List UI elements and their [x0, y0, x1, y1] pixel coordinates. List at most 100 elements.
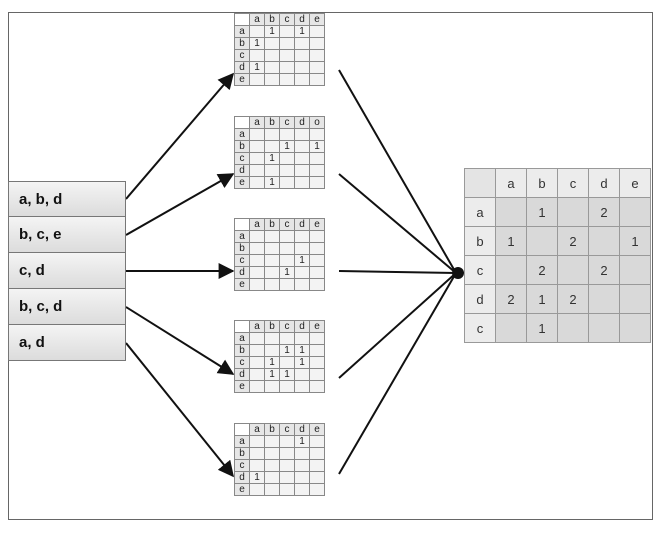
matrix-cell: [309, 471, 325, 484]
result-cell: [588, 284, 620, 314]
matrix-cell: [309, 368, 325, 381]
matrix-cell: [279, 447, 295, 460]
matrix-corner: [234, 423, 250, 436]
matrix-cell: [249, 164, 265, 177]
matrix-cell: [294, 152, 310, 165]
matrix-cell: [249, 25, 265, 38]
matrix-cell: [279, 25, 295, 38]
matrix-col-label: d: [294, 13, 310, 26]
matrix-cell: 1: [279, 368, 295, 381]
matrix-corner: [234, 320, 250, 333]
matrix-col-label: e: [309, 13, 325, 26]
result-cell: 1: [526, 313, 558, 343]
matrix-cell: [279, 380, 295, 393]
matrix-col-label: c: [279, 423, 295, 436]
matrix-cell: 1: [294, 25, 310, 38]
result-col-label: c: [557, 168, 589, 198]
matrix-cell: [279, 230, 295, 243]
matrix-row-label: b: [234, 140, 250, 153]
result-cell: 1: [526, 197, 558, 227]
matrix-cell: [309, 380, 325, 393]
matrix-cell: 1: [294, 356, 310, 369]
result-row-label: a: [464, 197, 496, 227]
matrix-cell: [309, 332, 325, 345]
matrix-col-label: a: [249, 13, 265, 26]
result-cell: 2: [588, 197, 620, 227]
matrix-col-label: b: [264, 423, 280, 436]
matrix-cell: [249, 73, 265, 86]
result-cell: [619, 313, 651, 343]
matrix-cell: [309, 61, 325, 74]
matrix-col-label: o: [309, 116, 325, 129]
result-cell: [495, 313, 527, 343]
matrix-cell: 1: [264, 176, 280, 189]
matrix-cell: [264, 483, 280, 496]
result-cell: [619, 197, 651, 227]
matrix-row-label: c: [234, 459, 250, 472]
matrix-cell: 1: [294, 435, 310, 448]
matrix-row-label: c: [234, 254, 250, 267]
result-cell: [495, 255, 527, 285]
matrix-row-label: d: [234, 164, 250, 177]
matrix-cell: [264, 266, 280, 279]
matrix-col-label: e: [309, 320, 325, 333]
matrix-cell: [294, 61, 310, 74]
matrix-cell: [264, 61, 280, 74]
matrix-cell: [264, 380, 280, 393]
matrix-cell: [264, 447, 280, 460]
matrix-row-label: e: [234, 73, 250, 86]
matrix-cell: [309, 266, 325, 279]
matrix-col-label: e: [309, 218, 325, 231]
result-corner: [464, 168, 496, 198]
matrix-cell: [309, 128, 325, 141]
matrix-cell: [249, 483, 265, 496]
matrix-row-label: d: [234, 471, 250, 484]
matrix-cell: 1: [249, 37, 265, 50]
matrix-col-label: a: [249, 320, 265, 333]
matrix-cell: [309, 49, 325, 62]
matrix-cell: [279, 332, 295, 345]
result-row-label: c: [464, 313, 496, 343]
matrix-col-label: b: [264, 13, 280, 26]
matrix-row-label: d: [234, 61, 250, 74]
matrix-cell: [264, 128, 280, 141]
matrix-cell: 1: [294, 344, 310, 357]
result-col-label: b: [526, 168, 558, 198]
matrix-cell: [309, 356, 325, 369]
matrix-cell: [264, 164, 280, 177]
matrix-cell: [264, 332, 280, 345]
matrix-cell: [294, 471, 310, 484]
matrix-cell: [294, 176, 310, 189]
result-cell: 2: [526, 255, 558, 285]
matrix-row-label: e: [234, 176, 250, 189]
matrix-col-label: a: [249, 423, 265, 436]
matrix-row-label: b: [234, 37, 250, 50]
matrix-col-label: c: [279, 320, 295, 333]
matrix-cell: [294, 368, 310, 381]
matrix-cell: [309, 242, 325, 255]
matrix-col-label: d: [294, 116, 310, 129]
matrix-cell: [294, 242, 310, 255]
matrix-cell: 1: [294, 254, 310, 267]
matrix-cell: [264, 37, 280, 50]
matrix-row-label: d: [234, 368, 250, 381]
matrix-cell: [309, 447, 325, 460]
matrix-col-label: c: [279, 218, 295, 231]
matrix-col-label: d: [294, 320, 310, 333]
matrix-cell: [249, 447, 265, 460]
matrix-cell: 1: [249, 471, 265, 484]
matrix-cell: [249, 368, 265, 381]
matrix-cell: 1: [309, 140, 325, 153]
matrix-cell: 1: [264, 152, 280, 165]
matrix-row-label: e: [234, 483, 250, 496]
matrix-cell: [279, 49, 295, 62]
result-cell: [588, 313, 620, 343]
matrix-col-label: c: [279, 13, 295, 26]
matrix-cell: 1: [249, 61, 265, 74]
matrix-cell: [294, 266, 310, 279]
matrix-row-label: c: [234, 152, 250, 165]
matrix-cell: 1: [264, 356, 280, 369]
matrix-cell: [294, 128, 310, 141]
